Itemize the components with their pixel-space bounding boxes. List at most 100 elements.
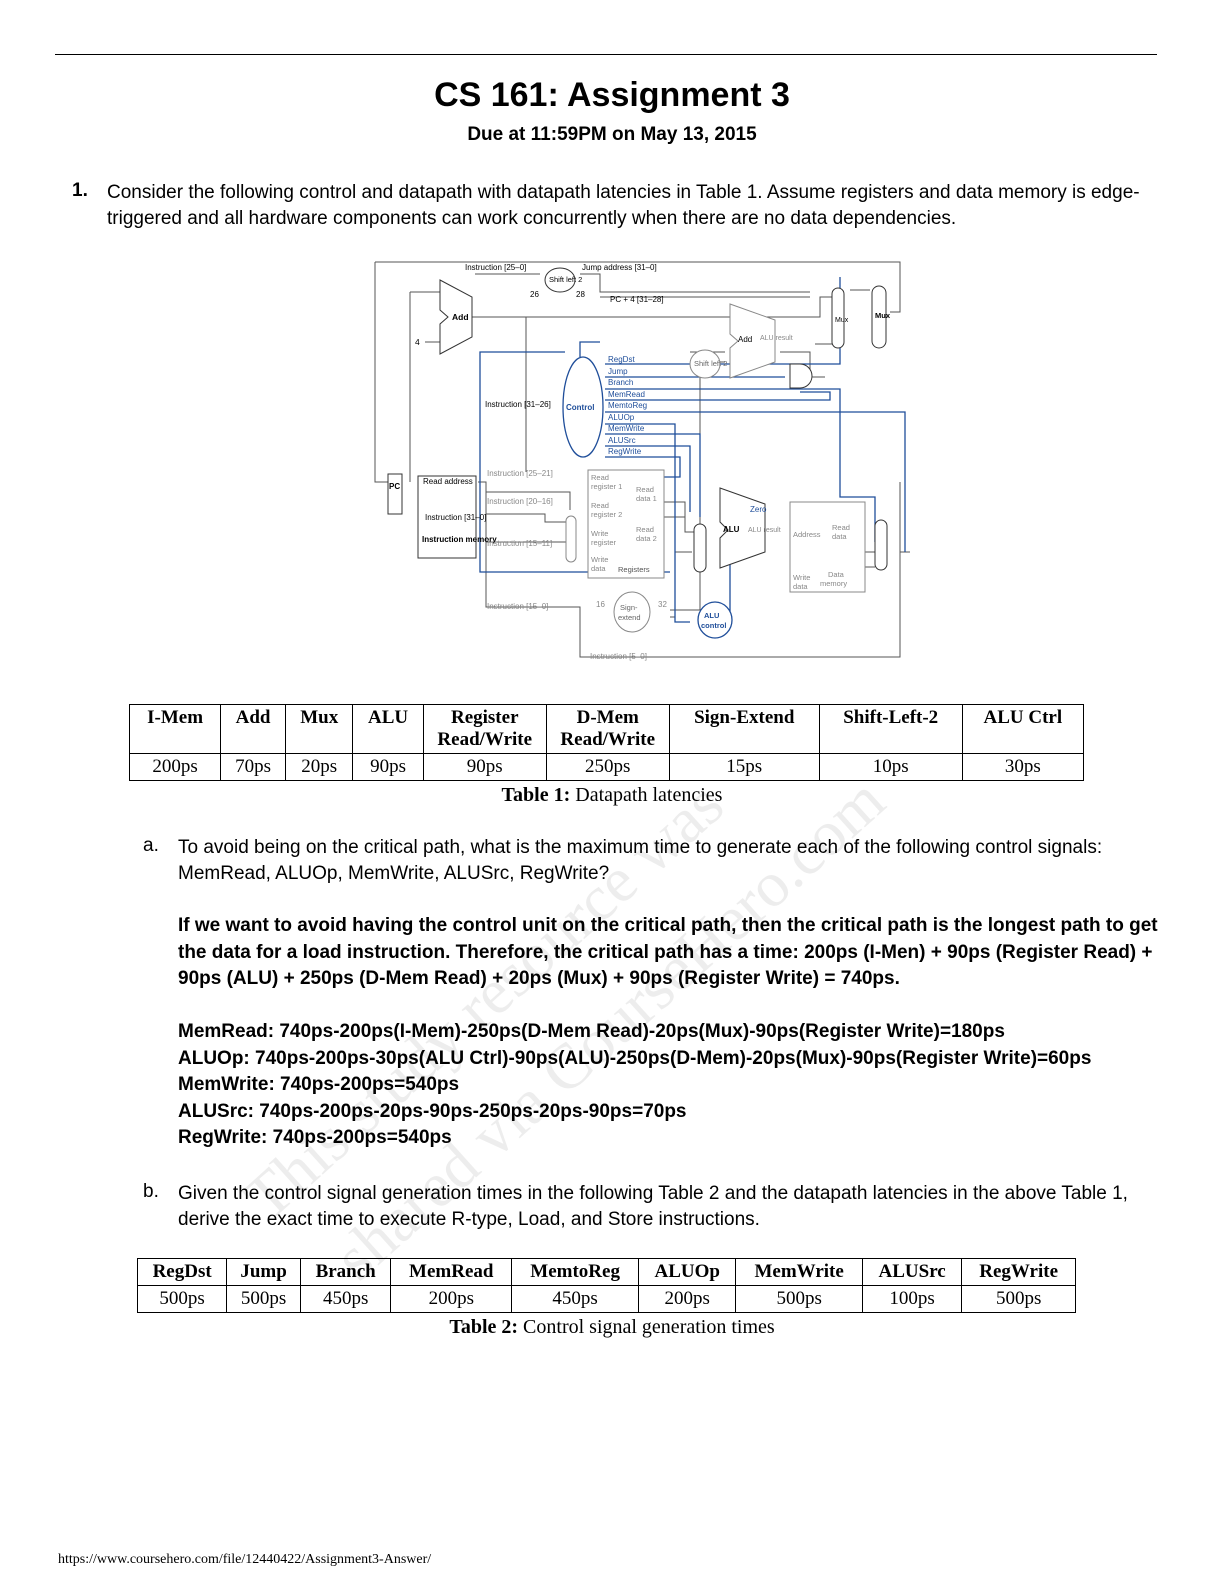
table-row: 500ps 500ps 450ps 200ps 450ps 200ps 500p… — [136, 1285, 1076, 1313]
svg-text:ALU result: ALU result — [760, 335, 793, 342]
svg-text:Read: Read — [591, 473, 609, 482]
datapath-diagram: Add 4 PC Read address Instruction [31–0]… — [370, 252, 915, 680]
table-header-cell: MemtoReg — [511, 1258, 640, 1286]
table-cell: 10ps — [818, 753, 963, 781]
svg-text:ALU result: ALU result — [748, 527, 781, 534]
svg-text:28: 28 — [576, 290, 585, 299]
svg-text:PC + 4 [31–28]: PC + 4 [31–28] — [610, 295, 664, 304]
svg-text:Control: Control — [566, 403, 594, 412]
svg-text:Instruction [20–16]: Instruction [20–16] — [487, 497, 553, 506]
table-header-cell: RegWrite — [961, 1258, 1076, 1286]
svg-text:Instruction [31–26]: Instruction [31–26] — [485, 400, 551, 409]
table-cell: 500ps — [136, 1285, 228, 1313]
svg-text:data 1: data 1 — [636, 494, 657, 503]
svg-text:Instruction [25–21]: Instruction [25–21] — [487, 469, 553, 478]
datapath-latency-table: I-Mem Add Mux ALU Register Read/Write D-… — [128, 704, 1085, 781]
svg-text:26: 26 — [530, 290, 539, 299]
table-row: 200ps 70ps 20ps 90ps 90ps 250ps 15ps 10p… — [128, 753, 1085, 781]
answer-line: MemWrite: 740ps-200ps=540ps — [178, 1074, 460, 1095]
svg-text:Jump: Jump — [608, 367, 628, 376]
control-signal-table: RegDst Jump Branch MemRead MemtoReg ALUO… — [136, 1258, 1076, 1313]
answer-line: ALUOp: 740ps-200ps-30ps(ALU Ctrl)-90ps(A… — [178, 1047, 1092, 1069]
svg-text:Jump address [31–0]: Jump address [31–0] — [582, 263, 657, 272]
svg-text:MemRead: MemRead — [608, 390, 645, 399]
svg-text:data: data — [591, 564, 606, 573]
table2-caption: Table 2: Control signal generation times — [449, 1316, 775, 1338]
table1-caption: Table 1: Datapath latencies — [501, 784, 723, 806]
table-header-cell: D-Mem Read/Write — [545, 704, 670, 754]
footer-url: https://www.coursehero.com/file/12440422… — [58, 1552, 432, 1567]
table-header-cell: MemWrite — [735, 1258, 863, 1286]
svg-text:Branch: Branch — [608, 378, 633, 387]
svg-text:MemtoReg: MemtoReg — [608, 401, 647, 410]
part-b-letter: b. — [143, 1181, 159, 1202]
table-cell: 20ps — [284, 753, 354, 781]
table-cell: 500ps — [226, 1285, 301, 1313]
question-number: 1. — [72, 180, 88, 201]
part-b-question: Given the control signal generation time… — [178, 1183, 1128, 1230]
svg-text:Instruction [15–11]: Instruction [15–11] — [487, 539, 552, 548]
table-header-cell: Jump — [226, 1258, 301, 1286]
svg-text:memory: memory — [820, 579, 847, 588]
svg-text:control: control — [701, 621, 726, 630]
svg-text:Instruction [15–0]: Instruction [15–0] — [487, 602, 548, 611]
page-title: CS 161: Assignment 3 — [434, 76, 790, 114]
table-cell: 450ps — [511, 1285, 640, 1313]
svg-text:Mux: Mux — [835, 317, 849, 324]
svg-text:register: register — [591, 538, 617, 547]
table-cell: 90ps — [352, 753, 424, 781]
table-cell: 450ps — [299, 1285, 392, 1313]
svg-text:Instruction memory: Instruction memory — [422, 535, 497, 544]
table-cell: 90ps — [422, 753, 547, 781]
table-cell: 200ps — [638, 1285, 737, 1313]
svg-text:extend: extend — [618, 613, 641, 622]
svg-text:Read: Read — [591, 501, 609, 510]
table-header-cell: ALUOp — [638, 1258, 737, 1286]
table-header-cell: Mux — [284, 704, 354, 754]
table-header-row: RegDst Jump Branch MemRead MemtoReg ALUO… — [136, 1258, 1076, 1286]
due-date: Due at 11:59PM on May 13, 2015 — [467, 124, 757, 145]
svg-text:Mux: Mux — [875, 311, 891, 320]
table-header-cell: ALU Ctrl — [961, 704, 1085, 754]
table-header-cell: Branch — [299, 1258, 392, 1286]
answer-line: ALUSrc: 740ps-200ps-20ps-90ps-250ps-20ps… — [178, 1100, 687, 1122]
svg-text:Read: Read — [636, 525, 654, 534]
table-cell: 200ps — [390, 1285, 513, 1313]
svg-text:4: 4 — [415, 337, 420, 347]
svg-text:register 2: register 2 — [591, 510, 622, 519]
control-signal-labels: RegDst Jump Branch MemRead MemtoReg ALUO… — [608, 355, 647, 456]
svg-text:Address: Address — [793, 530, 821, 539]
table-cell: 500ps — [735, 1285, 863, 1313]
svg-text:Instruction [31–0]: Instruction [31–0] — [425, 513, 486, 522]
table-header-row: I-Mem Add Mux ALU Register Read/Write D-… — [128, 704, 1085, 754]
svg-text:PC: PC — [389, 482, 400, 491]
svg-text:Write: Write — [591, 529, 608, 538]
table-header-cell: Register Read/Write — [422, 704, 547, 754]
svg-text:Data: Data — [828, 570, 845, 579]
svg-text:Instruction [5–0]: Instruction [5–0] — [590, 652, 647, 661]
svg-text:ALUSrc: ALUSrc — [608, 436, 636, 445]
svg-text:Registers: Registers — [618, 565, 650, 574]
table-header-cell: I-Mem — [128, 704, 222, 754]
table-header-cell: ALUSrc — [861, 1258, 963, 1286]
svg-text:16: 16 — [596, 600, 605, 609]
table-header-cell: RegDst — [136, 1258, 228, 1286]
part-a-question: To avoid being on the critical path, wha… — [178, 837, 1103, 884]
svg-text:RegWrite: RegWrite — [608, 447, 642, 456]
add-label: Add — [452, 312, 469, 322]
svg-text:data: data — [832, 532, 847, 541]
table-header-cell: Add — [220, 704, 286, 754]
table-cell: 500ps — [961, 1285, 1076, 1313]
table-cell: 250ps — [545, 753, 670, 781]
svg-text:Zero: Zero — [750, 505, 767, 514]
svg-text:MemWrite: MemWrite — [608, 424, 645, 433]
table-header-cell: MemRead — [390, 1258, 513, 1286]
svg-text:data 2: data 2 — [636, 534, 657, 543]
question-text: Consider the following control and datap… — [107, 182, 1140, 229]
svg-text:Read: Read — [832, 523, 850, 532]
svg-text:ALU: ALU — [723, 525, 740, 534]
table-cell: 15ps — [668, 753, 820, 781]
svg-text:register 1: register 1 — [591, 482, 622, 491]
table-cell: 100ps — [861, 1285, 963, 1313]
svg-text:ALUOp: ALUOp — [608, 413, 635, 422]
